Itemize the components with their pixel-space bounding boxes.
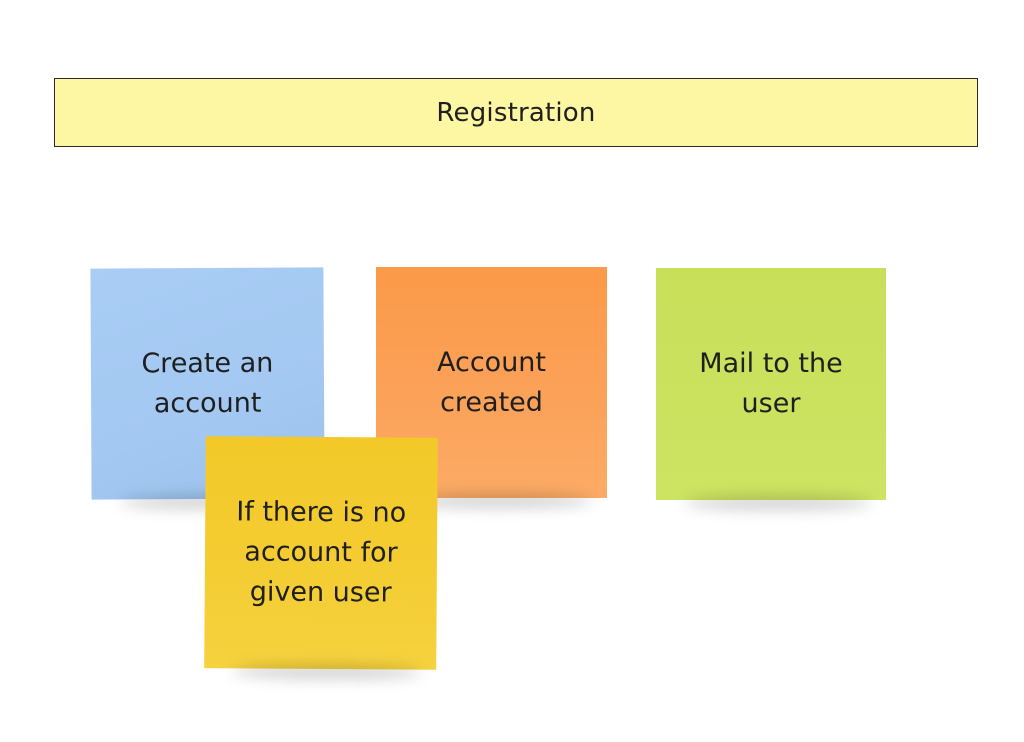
sticky-note-no-account-condition[interactable]: If there is no account for given user (204, 436, 438, 670)
sticky-note-text: If there is no account for given user (236, 496, 407, 609)
registration-banner[interactable]: Registration (54, 78, 978, 147)
sticky-note-text: Mail to the user (699, 348, 843, 419)
sticky-note-mail-user[interactable]: Mail to the user (656, 268, 886, 500)
sticky-note-text: Account created (436, 346, 546, 418)
banner-title: Registration (436, 97, 596, 128)
sticky-note-text: Create an account (141, 347, 274, 419)
